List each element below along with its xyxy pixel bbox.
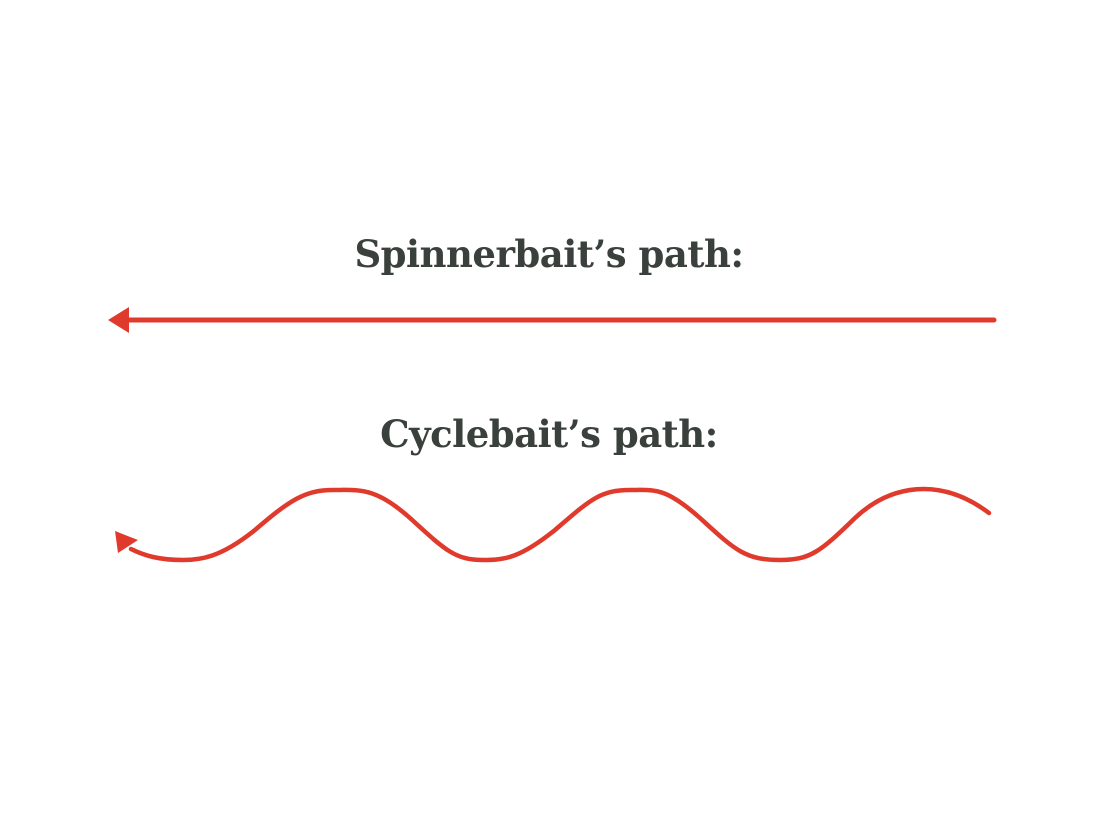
- cyclebait-wavy-line: [128, 486, 992, 563]
- spinnerbait-arrowhead-icon: [108, 307, 129, 333]
- spinnerbait-path: [108, 307, 997, 333]
- cyclebait-path: [115, 486, 992, 563]
- cyclebait-arrowhead-icon: [115, 531, 138, 553]
- spinnerbait-path-heading: Spinnerbait’s path:: [354, 232, 744, 276]
- cyclebait-path-heading: Cyclebait’s path:: [380, 412, 718, 456]
